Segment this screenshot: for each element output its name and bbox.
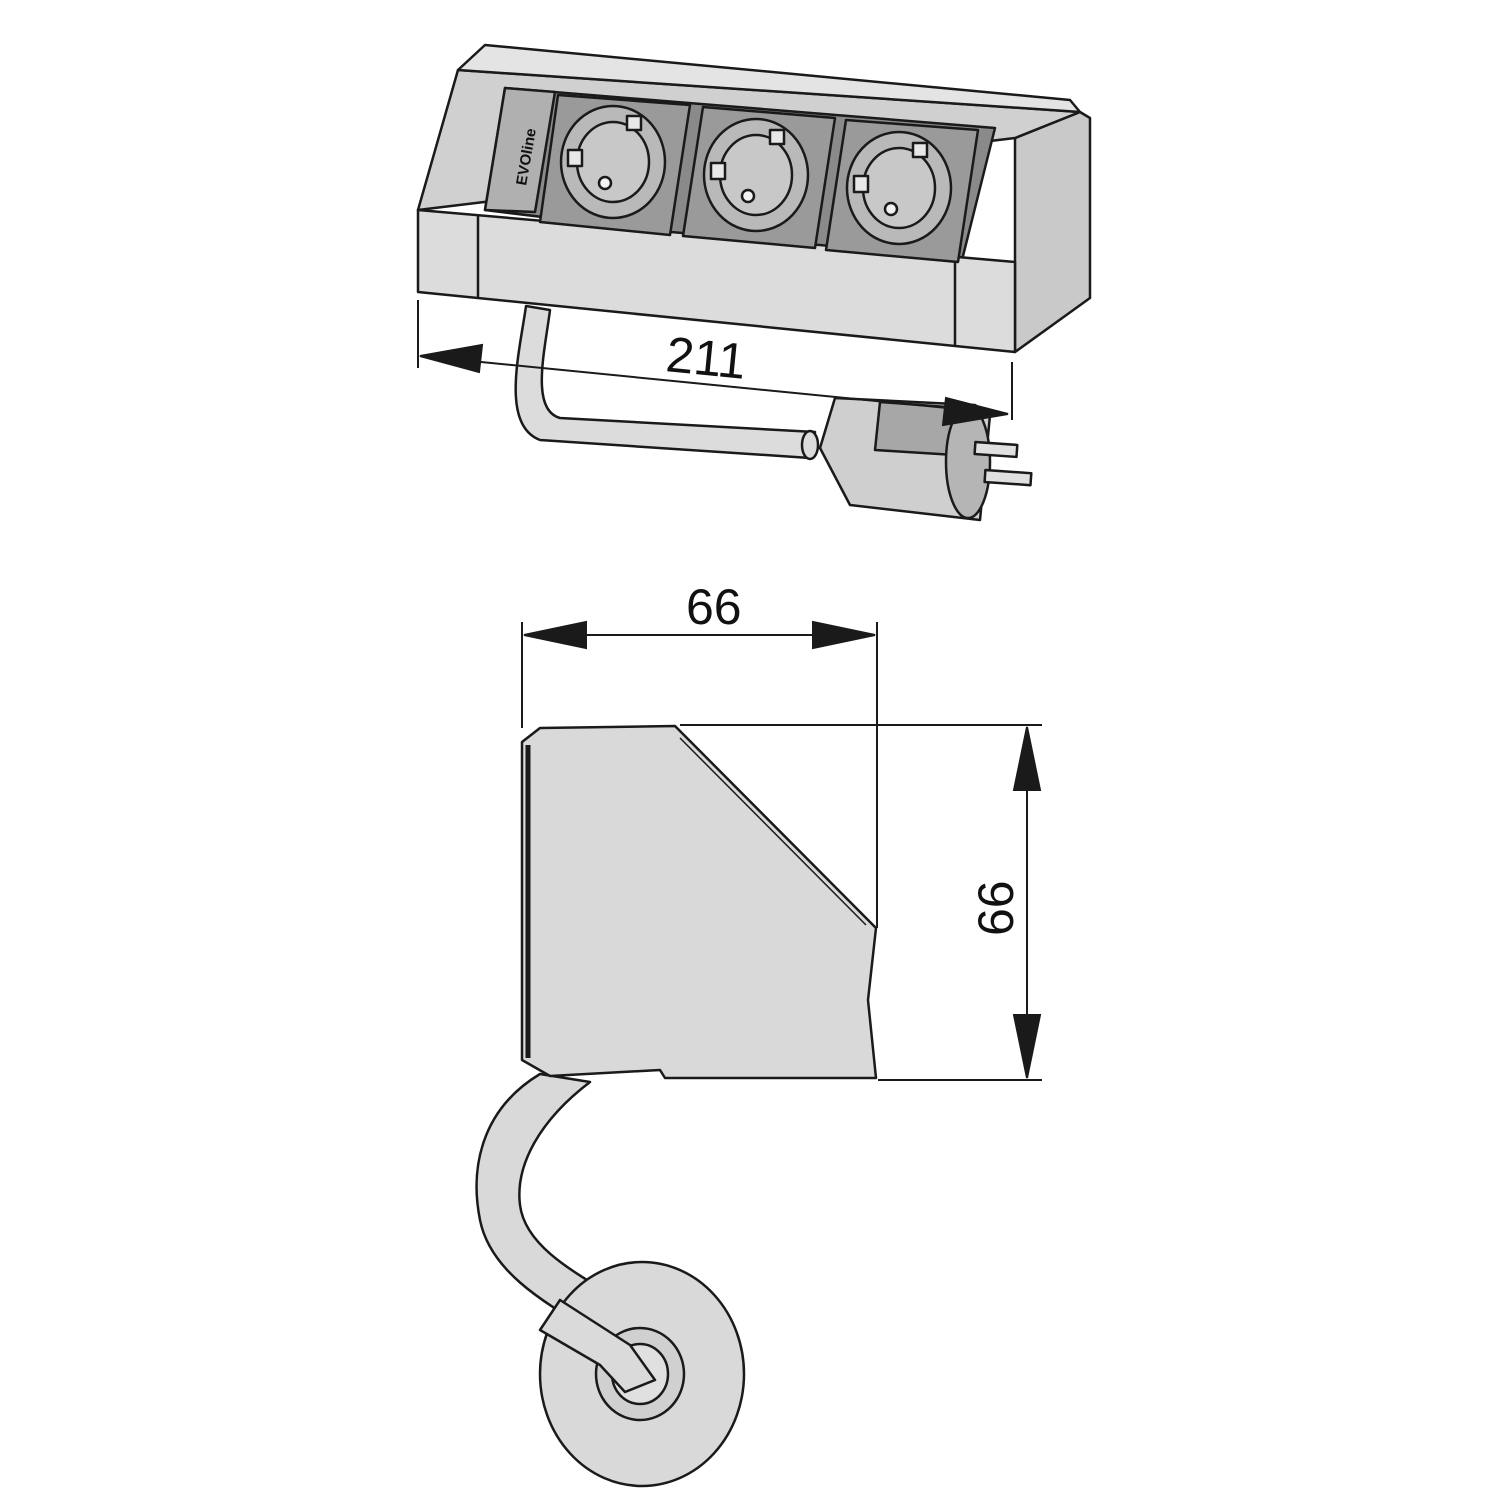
earth-clip-bottom xyxy=(709,161,727,181)
brand-strip xyxy=(483,86,557,214)
earth-clip-bottom xyxy=(566,148,584,168)
cable-into-grommet xyxy=(538,1298,657,1394)
profile-body xyxy=(520,724,878,1080)
plug-pin-bottom xyxy=(983,468,1033,487)
earth-clip-top xyxy=(911,141,929,159)
socket-pin-hole xyxy=(740,188,756,204)
socket-1 xyxy=(538,93,692,237)
dimension-label-length: 211 xyxy=(664,326,749,390)
end-cap-face xyxy=(1013,110,1092,354)
socket-2 xyxy=(681,105,837,250)
arrow-top xyxy=(1012,726,1042,791)
arrow-left xyxy=(419,343,484,374)
dimension-label-depth: 66 xyxy=(686,579,742,635)
dimension-height xyxy=(680,724,1042,1081)
dimension-depth xyxy=(521,620,878,928)
socket-pin-hole xyxy=(883,201,899,217)
arrow-bottom xyxy=(1012,1014,1042,1079)
cable-end xyxy=(800,429,820,461)
earth-clip-bottom xyxy=(852,174,870,194)
top-rim xyxy=(456,43,1082,114)
dimension-line xyxy=(419,355,1009,415)
profile-slope-shadow xyxy=(679,737,867,926)
socket-recess xyxy=(718,133,794,217)
socket-pin-hole xyxy=(597,175,613,191)
arrow-right xyxy=(941,396,1009,427)
arrow-left xyxy=(523,620,587,650)
dimension-length xyxy=(417,300,1013,427)
side-view xyxy=(475,724,878,1488)
earth-clip-top xyxy=(625,114,643,132)
dimension-label-height: 66 xyxy=(968,880,1024,936)
socket-recess xyxy=(575,120,651,204)
socket-recess xyxy=(861,146,937,230)
arrow-right xyxy=(812,620,876,650)
socket-3 xyxy=(824,118,980,264)
plug-pin-top xyxy=(973,440,1019,459)
isometric-view: EVOline xyxy=(416,43,1092,522)
earth-clip-top xyxy=(768,128,786,146)
